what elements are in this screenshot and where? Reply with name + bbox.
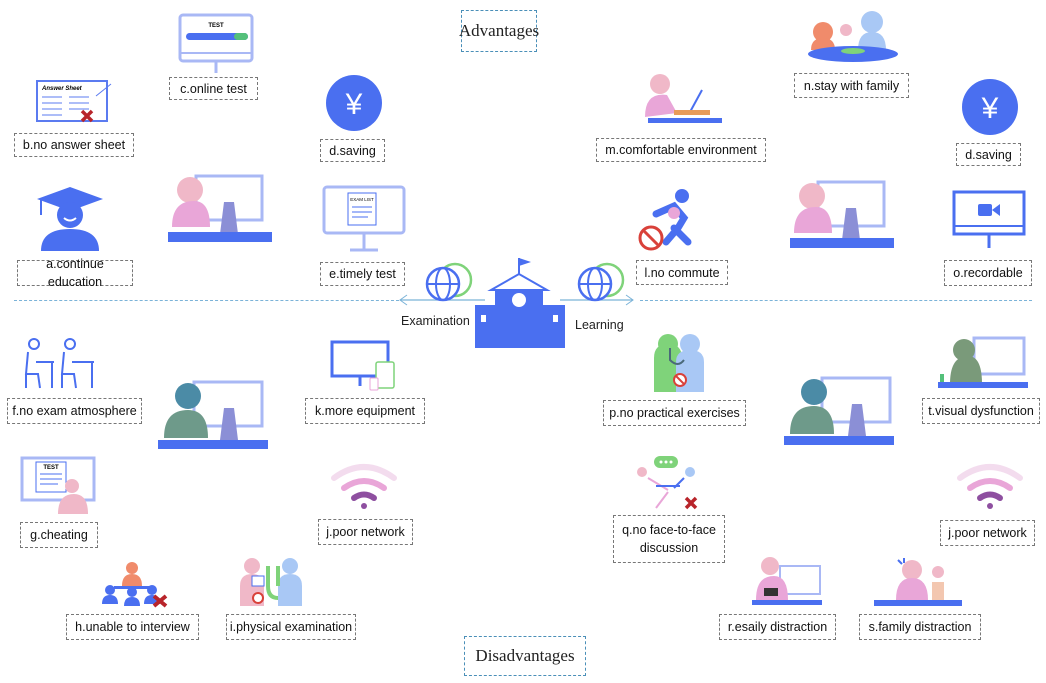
- exam-list-monitor-icon: EXAM LIST: [322, 185, 406, 252]
- svg-text:EXAM LIST: EXAM LIST: [350, 197, 374, 202]
- disadvantages-title: Disadvantages: [464, 636, 586, 676]
- examination-label: Examination: [401, 314, 470, 328]
- school-globe-center: [399, 258, 634, 348]
- exam-room-desks-icon: [24, 338, 94, 389]
- visual-dysfunction-icon: [938, 336, 1028, 388]
- wifi-icon: [331, 464, 397, 509]
- label-m-comfortable-environment: m.comfortable environment: [596, 138, 766, 162]
- label-e-timely-test: e.timely test: [320, 262, 405, 286]
- comfortable-environment-icon: [645, 74, 722, 123]
- label-j-poor-network: j.poor network: [318, 519, 413, 545]
- answer-sheet-icon: Answer Sheet: [36, 80, 112, 123]
- label-l-no-commute: l.no commute: [636, 260, 728, 285]
- divider-right: [640, 300, 1032, 301]
- label-d-saving: d.saving: [320, 139, 385, 162]
- yuan-coin-icon-right: ¥: [962, 79, 1018, 135]
- wifi-icon-right: [957, 464, 1023, 509]
- learning-label: Learning: [575, 318, 624, 332]
- label-o-recordable: o.recordable: [944, 260, 1032, 286]
- label-h-unable-to-interview: h.unable to interview: [66, 614, 199, 640]
- label-n-stay-with-family: n.stay with family: [794, 73, 909, 98]
- label-p-no-practical-exercises: p.no practical exercises: [603, 400, 746, 426]
- svg-text:¥: ¥: [345, 88, 363, 121]
- label-s-family-distraction: s.family distraction: [859, 614, 981, 640]
- cheating-monitor-icon: TEST: [20, 456, 96, 514]
- svg-text:Answer Sheet: Answer Sheet: [41, 86, 83, 92]
- label-g-cheating: g.cheating: [20, 522, 98, 548]
- label-t-visual-dysfunction: t.visual dysfunction: [922, 398, 1040, 424]
- sad-learner-computer-icon: [784, 376, 894, 445]
- yuan-coin-icon: ¥: [326, 75, 382, 131]
- family-distraction-icon: [874, 558, 962, 606]
- no-discussion-icon: [637, 456, 698, 510]
- family-dinner-icon: [808, 11, 898, 62]
- school-icon: [475, 258, 565, 348]
- label-a-continue-education: a.continue education: [17, 257, 133, 289]
- label-f-no-exam-atmosphere: f.no exam atmosphere: [7, 398, 142, 424]
- happy-learner-computer-icon: [790, 180, 894, 248]
- svg-text:TEST: TEST: [43, 465, 59, 471]
- no-practical-exercise-icon: [654, 334, 704, 392]
- distracted-learner-icon: [752, 557, 822, 605]
- physical-exam-icon: [240, 558, 302, 606]
- divider-left: [14, 300, 399, 301]
- online-test-monitor-icon: TEST: [178, 13, 254, 73]
- label-c-online-test: c.online test: [169, 77, 258, 100]
- label-i-physical-examination: i.physical examination: [226, 614, 356, 640]
- label-d-saving-right: d.saving: [956, 143, 1021, 166]
- sad-student-computer-icon: [158, 380, 268, 449]
- arrow-right-icon: [625, 294, 634, 306]
- label-q-no-face-to-face-discussion: q.no face-to-face discussion: [613, 515, 725, 563]
- label-k-more-equipment: k.more equipment: [305, 398, 425, 424]
- arrow-left-icon: [399, 294, 408, 306]
- advantages-title: Advantages: [459, 10, 539, 52]
- label-r-esaily-distraction: r.esaily distraction: [719, 614, 836, 640]
- globe-icon-right: [577, 262, 625, 302]
- label-b-no-answer-sheet: b.no answer sheet: [14, 133, 134, 157]
- globe-icon-left: [425, 262, 473, 302]
- graduate-icon: [37, 187, 103, 251]
- interview-icon: [102, 562, 168, 608]
- label-j-poor-network-right: j.poor network: [940, 520, 1035, 546]
- no-commute-runner-icon: [638, 189, 692, 251]
- more-equipment-icon: [330, 340, 395, 391]
- recordable-video-monitor-icon: [952, 190, 1026, 248]
- svg-text:¥: ¥: [981, 92, 999, 125]
- svg-text:TEST: TEST: [208, 23, 224, 29]
- happy-student-computer-icon: [168, 174, 272, 242]
